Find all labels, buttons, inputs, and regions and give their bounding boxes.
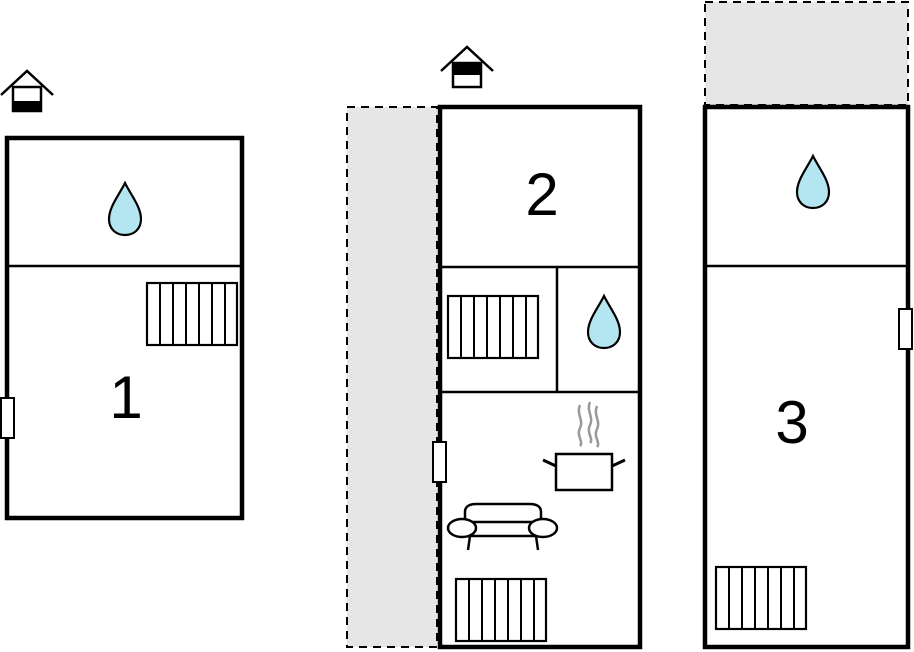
house-entrance-icon xyxy=(0,69,55,113)
bed-icon xyxy=(714,565,808,631)
cooking-pot-icon xyxy=(542,401,626,492)
outdoor-area xyxy=(704,1,909,106)
door-icon xyxy=(0,397,15,439)
bed-icon xyxy=(454,577,548,643)
floor-number-3: 3 xyxy=(775,389,808,456)
bed-icon xyxy=(446,294,540,360)
floor-1: 1 xyxy=(0,69,245,521)
sofa-icon xyxy=(446,502,559,551)
floor-number-1: 1 xyxy=(109,364,142,431)
floor-2-outline xyxy=(437,104,643,650)
outdoor-area xyxy=(346,106,438,648)
house-entrance-icon xyxy=(439,45,495,89)
floor-2: 2 xyxy=(346,45,643,650)
floor-number-2: 2 xyxy=(525,161,558,228)
floor-3: 3 xyxy=(702,1,913,650)
bed-icon xyxy=(145,281,239,347)
door-icon xyxy=(898,308,913,350)
door-icon xyxy=(432,441,447,483)
